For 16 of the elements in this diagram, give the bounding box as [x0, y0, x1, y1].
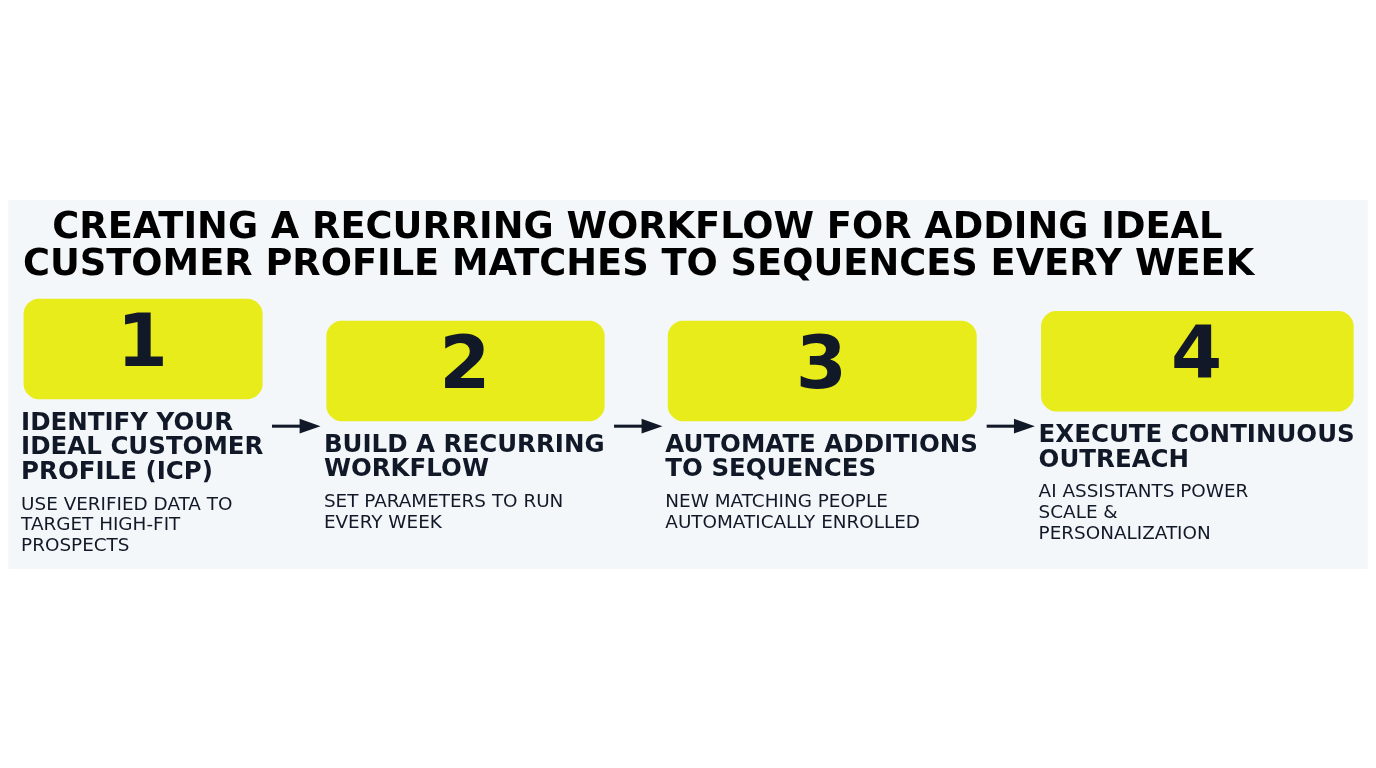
node-label: AI ASSISTANTS POWER SCALE & PERSONALIZATION	[1038, 479, 1249, 543]
diagram-title: CREATING A RECURRING WORKFLOW FOR ADDING IDEAL CUSTOMER PROFILE MATCHES TO SEQUENCES EVERY WEEK	[22, 203, 1255, 284]
arrow	[986, 418, 1035, 433]
arrow	[614, 418, 663, 433]
node-label: USE VERIFIED DATA TO TARGET HIGH-FIT PROSPECTS	[21, 492, 233, 555]
node-label: EXECUTE CONTINUOUS OUTREACH	[1038, 418, 1355, 473]
node-box: 2	[326, 320, 605, 421]
node-label: AUTOMATE ADDITIONS TO SEQUENCES	[665, 428, 978, 482]
node-box: 3	[667, 320, 977, 421]
node-label: SET PARAMETERS TO RUN EVERY WEEK	[323, 489, 564, 532]
node-box: 1	[23, 298, 263, 399]
node-label: NEW MATCHING PEOPLE AUTOMATICALLY ENROLLED	[665, 489, 920, 532]
node-label: BUILD A RECURRING WORKFLOW	[323, 428, 605, 482]
node-label: IDENTIFY YOUR IDEAL CUSTOMER PROFILE (ICP)	[21, 406, 264, 485]
arrow	[272, 418, 321, 433]
node-box: 4	[1041, 310, 1354, 411]
